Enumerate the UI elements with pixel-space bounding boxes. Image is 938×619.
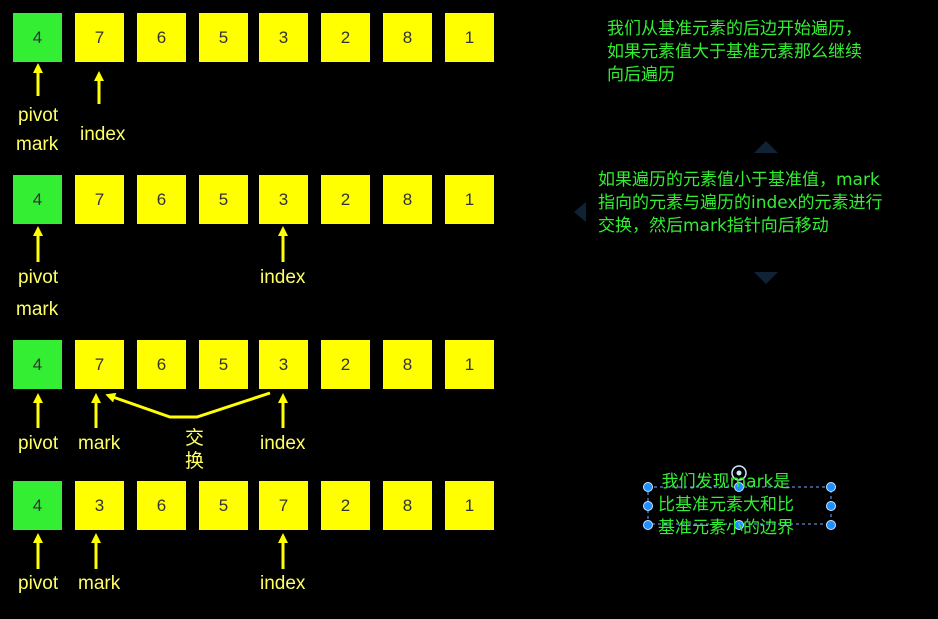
index-label: index bbox=[260, 433, 306, 454]
selection-handle bbox=[826, 482, 836, 492]
array-cell: 3 bbox=[259, 175, 308, 224]
selection-handle bbox=[826, 501, 836, 511]
mark-label: mark bbox=[78, 573, 121, 594]
note-2: 如果遍历的元素值小于基准值，mark 指向的元素与遍历的index的元素进行 交… bbox=[598, 169, 883, 238]
pivot-label: pivot bbox=[18, 433, 59, 454]
selection-handle bbox=[734, 520, 744, 530]
note-line: 我们发现mark是 bbox=[661, 472, 791, 492]
rotate-handle-icon bbox=[731, 465, 747, 481]
mark-label: mark bbox=[16, 134, 59, 155]
swap-connector bbox=[105, 391, 271, 419]
array-cell: 2 bbox=[321, 13, 370, 62]
note-line: 比基准元素大和比 bbox=[658, 495, 794, 515]
array-cell: 4 bbox=[13, 13, 62, 62]
note-line: 如果遍历的元素值小于基准值，mark bbox=[598, 170, 880, 190]
array-cell: 8 bbox=[383, 481, 432, 530]
selection-handle bbox=[734, 482, 744, 492]
array-cell: 8 bbox=[383, 340, 432, 389]
array-row-4: 4 3 6 5 7 2 8 1 bbox=[0, 481, 520, 533]
array-cell: 2 bbox=[321, 481, 370, 530]
selection-handle bbox=[643, 520, 653, 530]
array-cell: 6 bbox=[137, 175, 186, 224]
index-label: index bbox=[80, 124, 126, 145]
note-line: 指向的元素与遍历的index的元素进行 bbox=[598, 193, 883, 213]
selection-handle bbox=[643, 501, 653, 511]
array-cell: 4 bbox=[13, 340, 62, 389]
index-label: index bbox=[260, 267, 306, 288]
array-cell: 2 bbox=[321, 175, 370, 224]
array-cell: 5 bbox=[199, 481, 248, 530]
note-line: 我们从基准元素的后边开始遍历， bbox=[607, 19, 862, 39]
array-row-1: 4 7 6 5 3 2 8 1 bbox=[0, 13, 520, 65]
note-line: 交换，然后mark指针向后移动 bbox=[598, 216, 829, 236]
pivot-label: pivot bbox=[18, 573, 59, 594]
array-cell: 5 bbox=[199, 340, 248, 389]
array-cell: 1 bbox=[445, 13, 494, 62]
array-cell: 1 bbox=[445, 481, 494, 530]
selection-handle bbox=[826, 520, 836, 530]
array-cell: 2 bbox=[321, 340, 370, 389]
array-cell: 3 bbox=[259, 13, 308, 62]
array-cell: 6 bbox=[137, 340, 186, 389]
array-cell: 6 bbox=[137, 13, 186, 62]
array-cell: 8 bbox=[383, 13, 432, 62]
array-row-2: 4 7 6 5 3 2 8 1 bbox=[0, 175, 520, 227]
note-line: 向后遍历 bbox=[607, 65, 675, 85]
note-3[interactable]: 我们发现mark是 比基准元素大和比 基准元素小的边界 bbox=[658, 471, 794, 540]
array-cell: 1 bbox=[445, 340, 494, 389]
nav-down-icon bbox=[754, 272, 778, 284]
note-line: 基准元素小的边界 bbox=[658, 518, 794, 538]
array-cell: 1 bbox=[445, 175, 494, 224]
array-cell: 5 bbox=[199, 13, 248, 62]
pivot-label: pivot bbox=[18, 105, 59, 126]
array-cell: 4 bbox=[13, 175, 62, 224]
array-cell: 4 bbox=[13, 481, 62, 530]
mark-label: mark bbox=[16, 299, 59, 320]
swap-label: 交 bbox=[185, 427, 205, 449]
index-label: index bbox=[260, 573, 306, 594]
array-cell: 7 bbox=[75, 340, 124, 389]
array-cell: 3 bbox=[75, 481, 124, 530]
array-row-3: 4 7 6 5 3 2 8 1 bbox=[0, 340, 520, 392]
array-cell: 6 bbox=[137, 481, 186, 530]
array-cell: 7 bbox=[259, 481, 308, 530]
array-cell: 3 bbox=[259, 340, 308, 389]
nav-left-icon bbox=[574, 202, 586, 222]
nav-up-icon bbox=[754, 141, 778, 153]
array-cell: 5 bbox=[199, 175, 248, 224]
note-1: 我们从基准元素的后边开始遍历， 如果元素值大于基准元素那么继续 向后遍历 bbox=[607, 18, 862, 87]
selection-handle bbox=[643, 482, 653, 492]
array-cell: 8 bbox=[383, 175, 432, 224]
note-line: 如果元素值大于基准元素那么继续 bbox=[607, 42, 862, 62]
swap-label: 换 bbox=[185, 450, 205, 472]
pivot-label: pivot bbox=[18, 267, 59, 288]
array-cell: 7 bbox=[75, 13, 124, 62]
mark-label: mark bbox=[78, 433, 121, 454]
array-cell: 7 bbox=[75, 175, 124, 224]
